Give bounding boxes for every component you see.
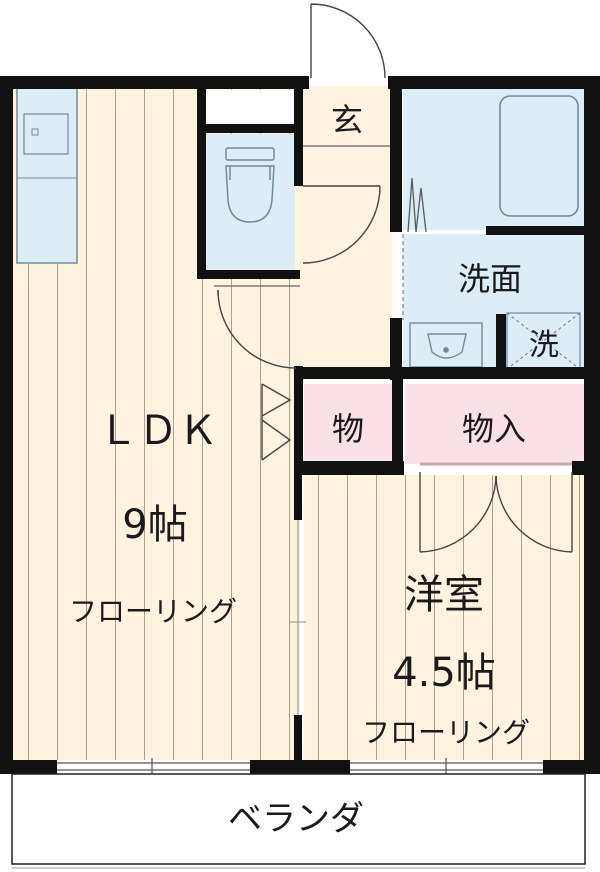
western-size: 4.5帖	[392, 650, 496, 696]
toilet-fixture	[225, 147, 275, 223]
storage-closet-label: 物入	[462, 410, 526, 448]
toilet-room	[205, 134, 295, 272]
western-floor-type: フローリング	[362, 716, 530, 749]
western-floor	[304, 475, 584, 760]
entrance-label: 玄	[331, 101, 363, 139]
ldk-label: ＬＤＫ	[98, 408, 218, 454]
kitchen-sink	[23, 113, 69, 155]
western-label: 洋室	[404, 572, 484, 618]
storage-small-label: 物	[332, 410, 364, 448]
hall-floor	[300, 86, 392, 380]
bath-door	[407, 177, 427, 233]
washer-label: 洗	[529, 328, 559, 363]
balcony-area	[11, 773, 586, 865]
doors	[217, 3, 573, 553]
balcony-label: ベランダ	[228, 799, 364, 839]
bathtub	[499, 95, 579, 217]
ldk-floor-type: フローリング	[69, 595, 237, 628]
windows	[57, 758, 543, 776]
storage-closet-floor	[405, 384, 585, 464]
ldk-size: 9帖	[122, 502, 187, 548]
toilet-shelf	[205, 90, 295, 126]
washroom-floor	[403, 234, 585, 369]
washroom-label: 洗面	[458, 260, 522, 298]
walls	[0, 76, 600, 774]
storage-small-floor	[304, 384, 392, 464]
kitchen-tap	[31, 128, 39, 136]
